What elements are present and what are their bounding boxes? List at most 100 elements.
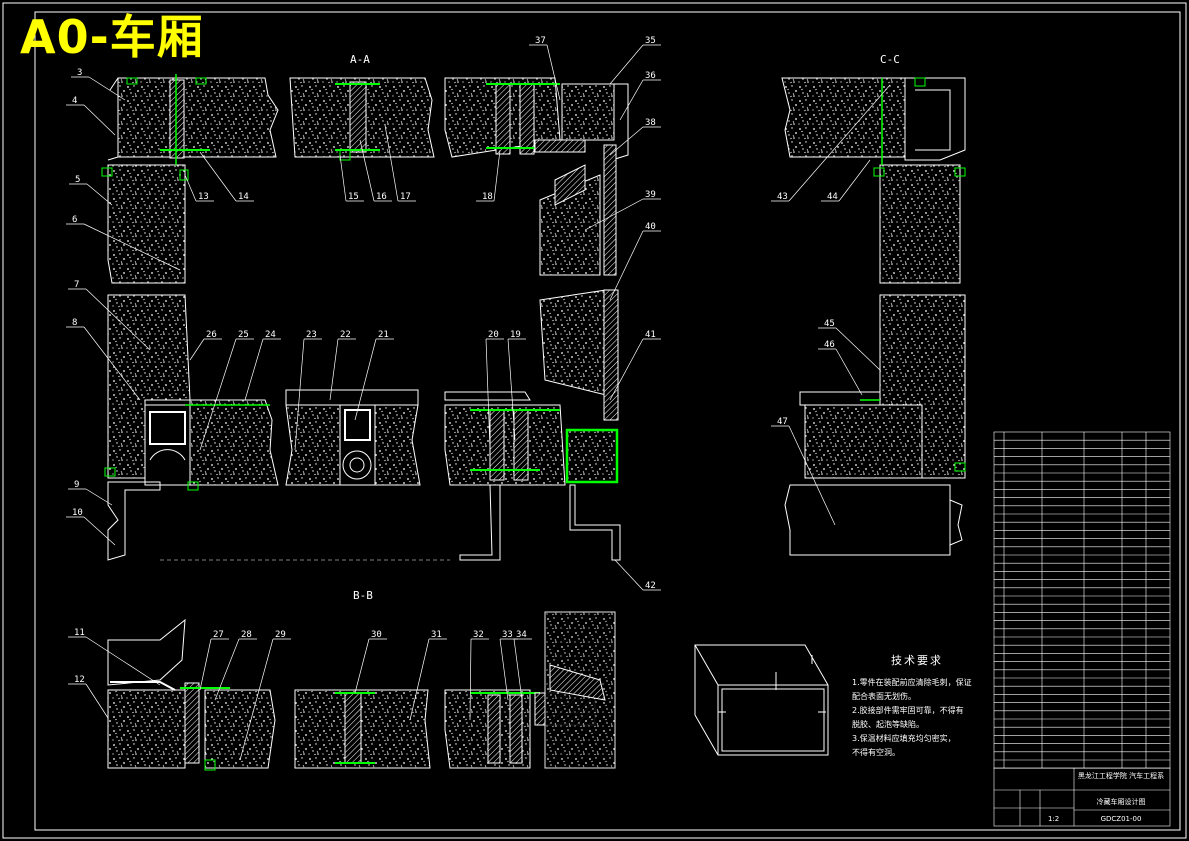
balloon-number: 22 xyxy=(340,330,351,340)
balloon-number: 31 xyxy=(431,630,442,640)
leader-line xyxy=(85,683,109,719)
balloon-number: 13 xyxy=(198,192,209,202)
title-block-frame xyxy=(993,767,1171,827)
leader-line xyxy=(609,230,644,301)
leader-line xyxy=(619,79,644,121)
leader-line xyxy=(85,636,161,686)
balloon-number: 43 xyxy=(777,192,788,202)
balloon-number: 24 xyxy=(265,330,276,340)
bom-outline xyxy=(993,431,1171,769)
leader-line xyxy=(354,638,370,694)
balloon-number: 32 xyxy=(473,630,484,640)
leader-line xyxy=(609,126,644,156)
section-middle-right xyxy=(444,289,621,561)
leader-line xyxy=(86,183,113,206)
balloon-number: 26 xyxy=(206,330,217,340)
leader-line xyxy=(359,139,375,202)
leader-line xyxy=(584,198,644,231)
balloon-number: 30 xyxy=(371,630,382,640)
leader-line xyxy=(329,338,339,401)
leader-line xyxy=(513,638,523,701)
leader-line xyxy=(788,425,836,526)
leader-line xyxy=(85,488,113,506)
section-middle-left xyxy=(104,294,450,561)
leader-line xyxy=(835,348,863,396)
balloon-number: 40 xyxy=(645,222,656,232)
title-block-drawing-name: 冷藏车厢设计图 xyxy=(1096,798,1146,806)
leader-line xyxy=(214,638,240,701)
section-top-left xyxy=(101,74,279,284)
section-middle-center xyxy=(285,389,421,486)
leader-line xyxy=(85,288,151,351)
balloon-number: 5 xyxy=(75,175,80,185)
balloon-number: 35 xyxy=(645,36,656,46)
balloon-number: 29 xyxy=(275,630,286,640)
balloon-number: 8 xyxy=(72,318,77,328)
title-block-scale: 1:2 xyxy=(1048,815,1060,823)
leader-line xyxy=(614,559,644,591)
balloon-number: 46 xyxy=(824,340,835,350)
leader-line xyxy=(384,124,399,202)
balloon-number: 21 xyxy=(378,330,389,340)
leader-line xyxy=(199,151,237,202)
section-c-c-top xyxy=(781,77,966,284)
balloon-number: 15 xyxy=(348,192,359,202)
bom-table xyxy=(993,431,1171,827)
leader-line xyxy=(189,338,205,361)
leader-lines xyxy=(66,44,891,761)
title-block-university: 黑龙江工程学院 汽车工程系 xyxy=(1077,772,1165,780)
balloon-number: 36 xyxy=(645,71,656,81)
leader-line xyxy=(294,338,305,451)
balloon-number: 19 xyxy=(510,330,521,340)
leader-line xyxy=(499,638,509,701)
section-label-c-c: C-C xyxy=(880,53,900,66)
isometric-box xyxy=(694,644,829,756)
leader-line xyxy=(83,104,116,136)
balloon-number: 34 xyxy=(516,630,527,640)
leader-line xyxy=(83,516,116,546)
balloon-number: 44 xyxy=(827,192,838,202)
tech-req-line: 2.胶接部件需牢固可靠，不得有 xyxy=(852,706,964,715)
balloon-number: 23 xyxy=(306,330,317,340)
inner-border xyxy=(34,11,1181,831)
tech-req-title: 技术要求 xyxy=(891,654,943,667)
balloon-number: 9 xyxy=(74,480,79,490)
section-a-a xyxy=(289,77,435,161)
leader-line xyxy=(239,638,274,761)
tech-req-line: 1.零件在装配前应清除毛刺，保证 xyxy=(852,678,972,687)
section-label-a-a: A-A xyxy=(350,53,370,66)
balloon-number: 39 xyxy=(645,190,656,200)
leader-line xyxy=(354,338,377,421)
leader-line xyxy=(493,149,501,202)
title-block-drawing-number: GDCZ01-00 xyxy=(1100,815,1142,823)
balloon-number: 10 xyxy=(72,508,83,518)
leader-line xyxy=(409,638,430,721)
balloon-number: 3 xyxy=(77,68,82,78)
balloon-number: 27 xyxy=(213,630,224,640)
leader-line xyxy=(609,338,644,401)
tech-req-line: 脱胶、起泡等缺陷。 xyxy=(852,720,924,729)
balloon-number: 41 xyxy=(645,330,656,340)
balloon-number: 28 xyxy=(241,630,252,640)
balloon-number: 7 xyxy=(74,280,79,290)
leader-line xyxy=(788,84,891,202)
title-banner: A0-车厢 xyxy=(20,10,204,64)
balloon-number: 47 xyxy=(777,417,788,427)
leader-line xyxy=(83,326,141,401)
leader-line xyxy=(199,638,212,691)
technical-requirements: 技术要求 1.零件在装配前应清除毛刺，保证 配合表面无划伤。 2.胶接部件需牢固… xyxy=(852,652,982,760)
leader-line xyxy=(184,174,197,202)
leader-line xyxy=(339,154,347,202)
section-label-b-b: B-B xyxy=(353,589,373,602)
leader-line xyxy=(485,338,491,451)
balloon-number: 45 xyxy=(824,319,835,329)
section-b-b xyxy=(107,611,616,771)
balloon-number: 16 xyxy=(376,192,387,202)
leader-line xyxy=(609,44,644,85)
balloon-number: 18 xyxy=(482,192,493,202)
leader-line xyxy=(244,338,264,401)
leader-line xyxy=(469,638,472,721)
